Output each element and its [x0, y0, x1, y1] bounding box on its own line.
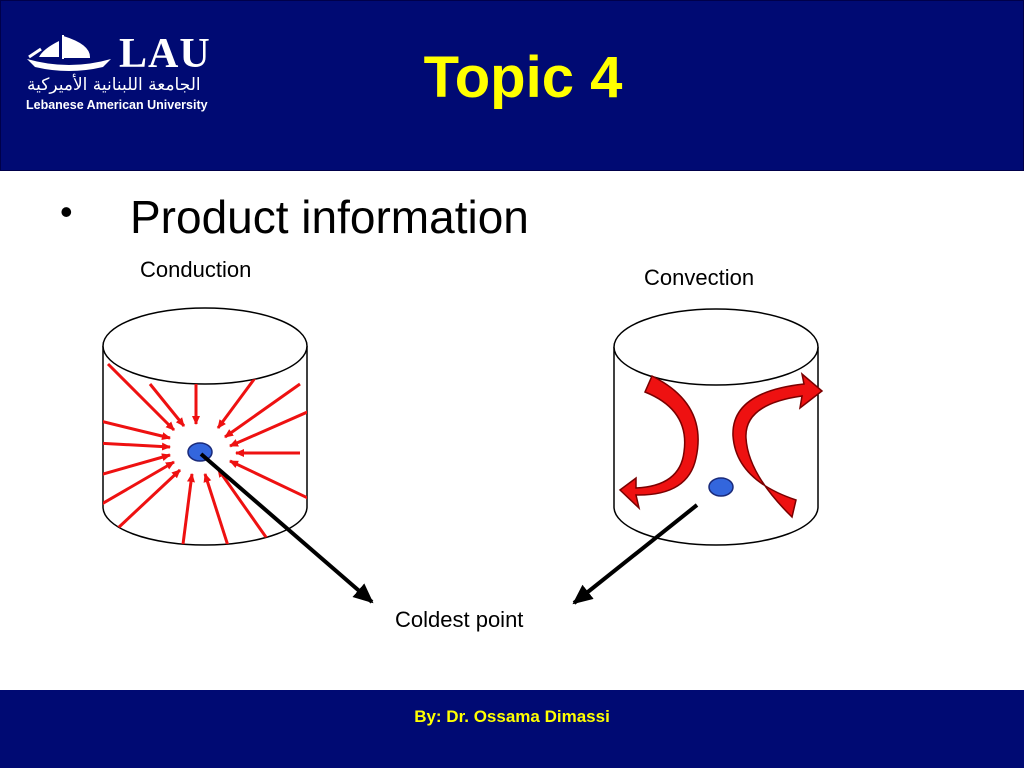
heat-transfer-diagram: Conduction Convection C	[102, 257, 824, 632]
logo-arabic-text: الجامعة اللبنانية الأميركية	[27, 75, 201, 95]
conduction-arrow	[229, 408, 307, 448]
conduction-arrow	[106, 362, 176, 432]
footer-credit: By: Dr. Ossama Dimassi	[414, 707, 610, 726]
logo-lau-text: LAU	[119, 31, 211, 77]
header-banner: LAU الجامعة اللبنانية الأميركية Lebanese…	[0, 0, 1024, 171]
slide-title: Topic 4	[423, 45, 623, 110]
bullet-dot: •	[60, 191, 73, 232]
coldest-point-label: Coldest point	[395, 607, 523, 632]
pointer-arrow-left	[199, 452, 374, 604]
pointer-arrow-right	[572, 503, 699, 605]
bullet-text: Product information	[130, 191, 529, 243]
conduction-arrow	[148, 383, 186, 427]
conduction-arrow	[180, 473, 195, 545]
convection-arrow-left	[618, 374, 699, 511]
ship-icon	[27, 35, 111, 71]
conduction-arrow	[229, 459, 307, 502]
conduction-arrow	[216, 468, 270, 541]
convection-label: Convection	[644, 265, 754, 290]
conduction-arrow	[103, 453, 171, 478]
conduction-arrow	[203, 473, 232, 545]
conduction-arrow	[116, 468, 182, 530]
convection-coldest-point	[708, 477, 734, 497]
logo-english-text: Lebanese American University	[26, 98, 208, 112]
conduction-arrow	[103, 418, 171, 440]
conduction-arrows	[103, 362, 307, 545]
convection-arrow-right	[732, 372, 824, 519]
conduction-label: Conduction	[140, 257, 251, 282]
lau-logo: LAU الجامعة اللبنانية الأميركية Lebanese…	[23, 31, 223, 115]
conduction-arrow	[216, 373, 260, 429]
conduction-arrow	[103, 441, 171, 451]
footer-banner: By: Dr. Ossama Dimassi	[0, 690, 1024, 768]
conduction-arrow	[103, 460, 175, 507]
convection-arrows	[618, 372, 824, 519]
conduction-arrow	[224, 382, 301, 439]
